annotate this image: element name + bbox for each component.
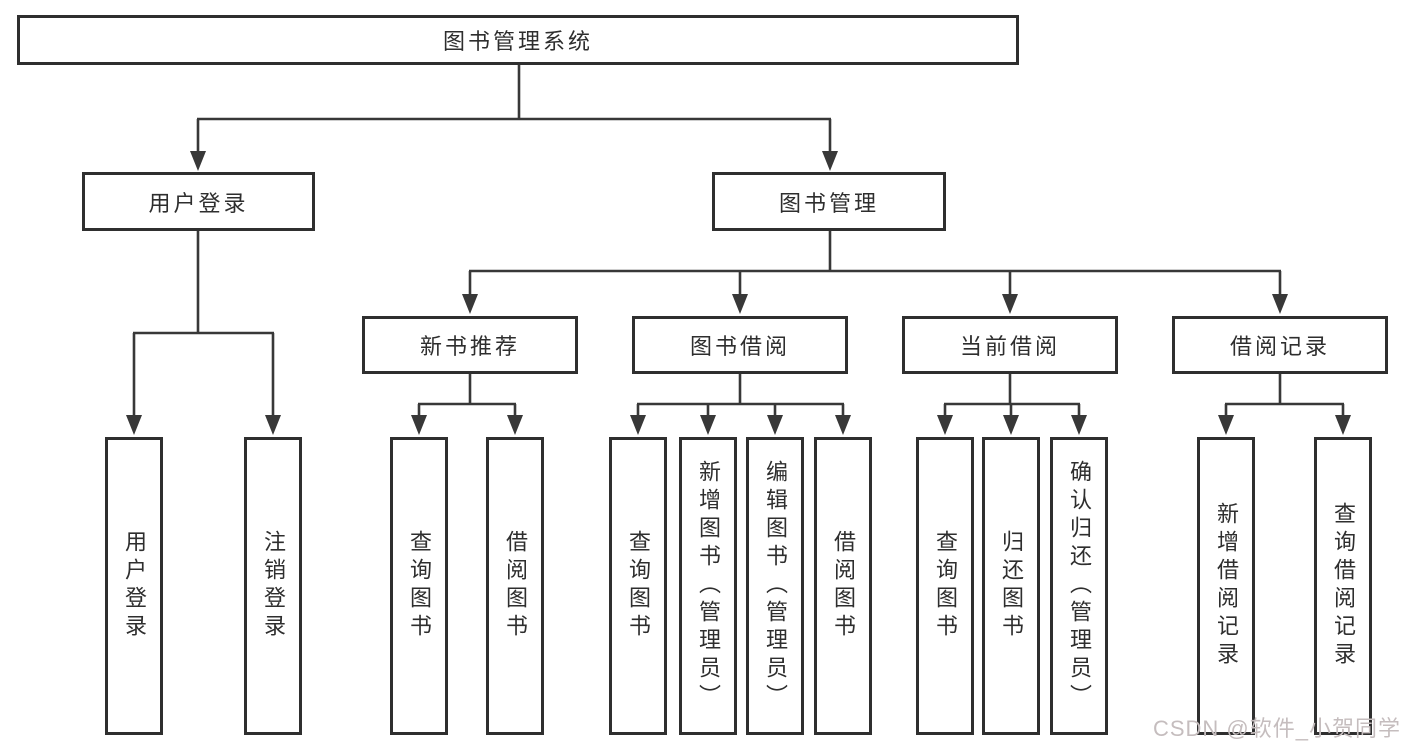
leaf-confirm-return-admin: 确认归还（管理员）: [1050, 437, 1108, 735]
node-user-login-label: 用户登录: [148, 190, 249, 216]
leaf-recommend-search-books: 查询图书: [390, 437, 448, 735]
leaf-borrow-search-books: 查询图书: [609, 437, 667, 735]
node-new-book-recommend: 新书推荐: [362, 316, 578, 374]
leaf-user-login: 用户登录: [105, 437, 163, 735]
leaf-user-login-label: 用户登录: [122, 530, 147, 642]
leaf-logout: 注销登录: [244, 437, 302, 735]
leaf-add-borrow-record-label: 新增借阅记录: [1214, 502, 1239, 670]
node-current-borrow-label: 当前借阅: [959, 334, 1060, 359]
node-borrow-records: 借阅记录: [1172, 316, 1388, 374]
csdn-watermark: CSDN @软件_小贺同学: [1152, 716, 1401, 741]
leaf-recommend-search-books-label: 查询图书: [407, 530, 432, 642]
leaf-add-borrow-record: 新增借阅记录: [1197, 437, 1255, 735]
node-book-management-label: 图书管理: [778, 190, 879, 216]
leaf-recommend-borrow-books-label: 借阅图书: [503, 530, 528, 642]
leaf-confirm-return-admin-label: 确认归还（管理员）: [1067, 460, 1092, 712]
connector-records-to-leaves: [1218, 374, 1351, 435]
node-current-borrow: 当前借阅: [902, 316, 1118, 374]
leaf-borrow-books: 借阅图书: [814, 437, 872, 735]
connector-current-to-leaves: [937, 374, 1087, 435]
leaf-borrow-search-books-label: 查询图书: [626, 530, 651, 642]
leaf-edit-books-admin: 编辑图书（管理员）: [746, 437, 804, 735]
leaf-recommend-borrow-books: 借阅图书: [486, 437, 544, 735]
connector-root-to-level2: [190, 65, 838, 171]
node-root-label: 图书管理系统: [442, 29, 593, 54]
node-user-login: 用户登录: [82, 172, 315, 231]
connector-recommend-to-leaves: [411, 374, 523, 435]
leaf-return-books-label: 归还图书: [999, 530, 1024, 642]
leaf-logout-label: 注销登录: [261, 530, 286, 642]
leaf-add-books-admin-label: 新增图书（管理员）: [696, 460, 721, 712]
leaf-search-borrow-record: 查询借阅记录: [1314, 437, 1372, 735]
connector-login-to-leaves: [126, 231, 281, 435]
node-new-book-recommend-label: 新书推荐: [419, 334, 520, 359]
leaf-current-search-books: 查询图书: [916, 437, 974, 735]
node-book-borrow-label: 图书借阅: [689, 334, 790, 359]
node-borrow-records-label: 借阅记录: [1229, 334, 1330, 359]
node-root-system: 图书管理系统: [17, 15, 1019, 65]
connector-mgmt-to-level3: [462, 231, 1288, 314]
node-book-management: 图书管理: [712, 172, 946, 231]
leaf-search-borrow-record-label: 查询借阅记录: [1331, 502, 1356, 670]
leaf-borrow-books-label: 借阅图书: [831, 530, 856, 642]
leaf-return-books: 归还图书: [982, 437, 1040, 735]
connector-borrow-to-leaves: [630, 374, 851, 435]
leaf-current-search-books-label: 查询图书: [933, 530, 958, 642]
leaf-edit-books-admin-label: 编辑图书（管理员）: [763, 460, 788, 712]
node-book-borrow: 图书借阅: [632, 316, 848, 374]
leaf-add-books-admin: 新增图书（管理员）: [679, 437, 737, 735]
